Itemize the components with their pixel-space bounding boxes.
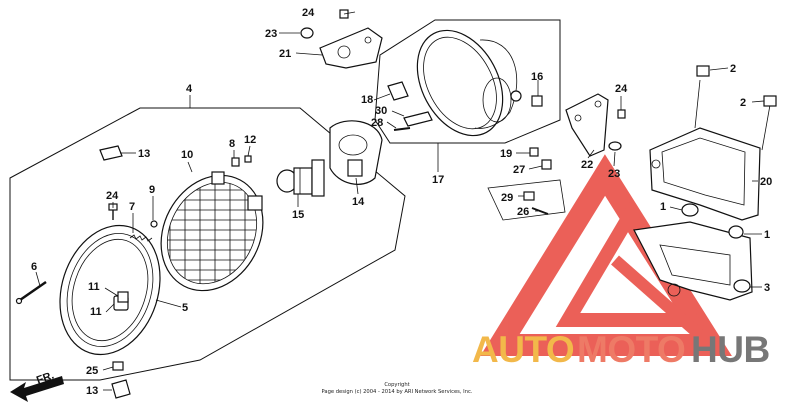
headlight-assembly-box (9, 107, 406, 381)
callout-26: 26 (517, 206, 529, 218)
headlight-mount-frame (649, 79, 771, 221)
front-arrow-label: FR. (35, 369, 56, 386)
headlight-case (416, 29, 522, 137)
callout-25b: 25 (86, 365, 98, 377)
callout-24a: 24 (302, 7, 315, 19)
screw-19 (529, 147, 539, 157)
callout-2a: 2 (730, 63, 736, 75)
callout-10: 10 (181, 149, 193, 161)
rubber-mount-3 (733, 279, 751, 293)
callout-19: 19 (500, 148, 512, 160)
callout-16: 16 (531, 71, 543, 83)
adjusting-screw-long (15, 280, 47, 305)
callout-5: 5 (182, 302, 188, 314)
watermark-wordmark: AUTO MOTO HUB (472, 329, 770, 370)
screw-set-box (487, 179, 566, 221)
headlight-lens-unit (150, 170, 270, 300)
callout-15: 15 (292, 209, 304, 221)
callout-24b: 24 (615, 83, 628, 95)
lower-bracket (633, 221, 753, 301)
callout-12: 12 (244, 134, 256, 146)
adjusting-spring (129, 234, 153, 242)
side-bracket (565, 93, 609, 157)
bulb-socket-cover (329, 120, 383, 185)
callout-20: 20 (760, 176, 772, 188)
headlight-case-box (374, 19, 561, 144)
callout-30: 30 (375, 105, 387, 117)
callout-13b: 13 (86, 385, 98, 397)
watermark-moto: MOTO (577, 329, 685, 370)
callout-11b: 11 (90, 306, 102, 318)
headlight-bulb (276, 159, 325, 197)
headlight-rim (59, 224, 161, 356)
small-clips (231, 155, 252, 167)
callout-18: 18 (361, 94, 373, 106)
clip-nut-upper (99, 145, 123, 161)
mounting-screw-lower (112, 361, 124, 371)
callout-6: 6 (31, 261, 37, 273)
nut-29 (523, 191, 535, 201)
rubber-mount-1a (681, 203, 699, 217)
callout-28: 28 (371, 117, 383, 129)
callout-13a: 13 (138, 148, 150, 160)
callout-7: 7 (129, 201, 135, 213)
callout-3: 3 (764, 282, 770, 294)
callout-21: 21 (279, 48, 291, 60)
bolt-24-right (617, 109, 626, 119)
copyright-line-2: Page design (c) 2004 - 2014 by ARI Netwo… (322, 389, 473, 395)
callout-labels: 4 24 23 21 13 10 8 12 9 7 24 6 11 11 5 1… (31, 7, 772, 397)
case-clip (387, 81, 409, 101)
front-direction-arrow (10, 376, 64, 402)
case-pin-30 (403, 111, 433, 127)
callout-4: 4 (186, 83, 193, 95)
copyright-line-1: Copyright (384, 382, 409, 388)
rim-clip-upper (117, 291, 129, 303)
callout-27: 27 (513, 164, 525, 176)
upper-bracket (319, 27, 383, 69)
spring-seat (150, 220, 158, 228)
rubber-mount-1b (728, 225, 744, 239)
callout-29: 29 (501, 192, 513, 204)
callout-1a: 1 (660, 201, 666, 213)
callout-2b: 2 (740, 97, 746, 109)
callout-1b: 1 (764, 229, 770, 241)
callout-8: 8 (229, 138, 235, 150)
screw-26 (531, 207, 549, 215)
nut-27 (541, 159, 552, 170)
watermark-auto: AUTO (472, 329, 574, 370)
callout-25a: 24 (106, 190, 119, 202)
clip-nut-lower (111, 379, 131, 399)
callout-11a: 11 (88, 281, 100, 293)
case-screw-28 (393, 127, 411, 131)
callout-23a: 23 (265, 28, 277, 40)
leader-lines (35, 11, 765, 391)
callout-22: 22 (581, 159, 593, 171)
nut-2-lower (763, 95, 777, 107)
case-grommet (531, 95, 543, 107)
callout-9: 9 (149, 184, 155, 196)
washer-23-right (608, 141, 622, 151)
callout-23b: 23 (608, 168, 620, 180)
nut-2-upper (696, 65, 710, 77)
bracket-washer-23 (300, 27, 314, 39)
callout-14: 14 (352, 196, 365, 208)
watermark-hub: HUB (691, 329, 770, 370)
callout-17: 17 (432, 174, 444, 186)
